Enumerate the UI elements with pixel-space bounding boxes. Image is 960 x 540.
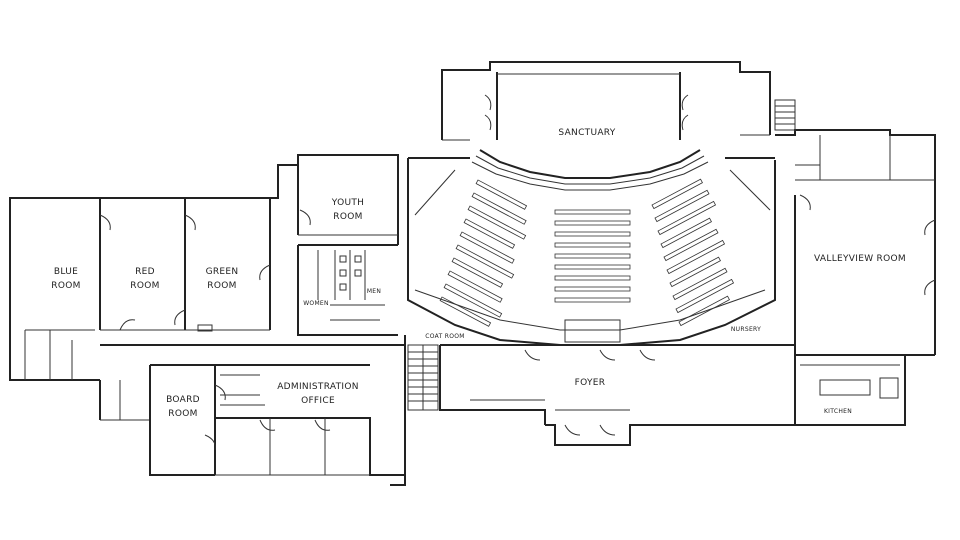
staircase [407, 344, 439, 411]
seat-row-left [443, 283, 503, 318]
seat-row-center [554, 253, 631, 259]
seat-row-left [451, 257, 504, 288]
seat-row-right [669, 256, 721, 288]
admin-wing [149, 364, 406, 486]
green-room-label-line1: GREEN [206, 267, 239, 277]
blue-room-label-line2: ROOM [51, 281, 80, 291]
coat-room-label: COAT ROOM [425, 333, 465, 340]
seat-row-right [675, 278, 735, 314]
room-labels: SANCTUARY YOUTH ROOM BLUE ROOM RED ROOM … [51, 128, 906, 419]
seat-row-right [660, 217, 712, 249]
blue-room-label-line1: BLUE [54, 267, 78, 277]
men-label: MEN [367, 288, 381, 295]
sanctuary-label: SANCTUARY [558, 128, 615, 138]
right-wing [774, 99, 936, 426]
board-room-label-line2: ROOM [168, 409, 197, 419]
red-room-label-line1: RED [135, 267, 155, 277]
main-corridor [99, 335, 439, 485]
seat-row-center [554, 231, 631, 237]
seat-row-right [651, 178, 703, 210]
youth-room-label-line1: YOUTH [331, 198, 364, 208]
kitchen-label: KITCHEN [824, 408, 852, 415]
sanctuary-seating [439, 178, 735, 327]
red-room-label-line2: ROOM [130, 281, 159, 291]
foyer-label: FOYER [575, 378, 606, 388]
seat-row-center [554, 220, 631, 226]
seat-row-center [554, 286, 631, 292]
seat-row-right [654, 189, 710, 223]
nursery-label: NURSERY [731, 326, 761, 333]
seat-row-right [657, 200, 717, 236]
valleyview-room-label: VALLEYVIEW ROOM [814, 254, 906, 264]
sanctuary-stage [441, 61, 771, 191]
seat-row-right [678, 295, 730, 327]
seat-row-left [471, 192, 527, 225]
seat-row-left [467, 205, 527, 240]
seat-row-left [439, 296, 492, 327]
seat-row-right [663, 228, 719, 262]
youth-room-label-line2: ROOM [333, 212, 362, 222]
seat-row-center [554, 275, 631, 281]
women-label: WOMEN [303, 300, 329, 307]
seat-row-left [463, 218, 516, 249]
administration-office-label-line2: OFFICE [301, 396, 335, 406]
seat-row-center [554, 264, 631, 270]
seat-row-right [672, 267, 728, 301]
seat-row-left [459, 231, 515, 264]
seat-row-center [554, 242, 631, 248]
sanctuary-hall [407, 157, 776, 346]
green-room-label-line2: ROOM [207, 281, 236, 291]
youth-wing [270, 154, 399, 336]
seat-row-right [666, 239, 726, 275]
seat-row-left [447, 270, 503, 303]
seat-row-center [554, 209, 631, 215]
board-room-label-line1: BOARD [166, 395, 200, 405]
seat-row-left [475, 179, 528, 210]
seat-row-center [554, 297, 631, 303]
administration-office-label-line1: ADMINISTRATION [277, 382, 359, 392]
seat-row-left [455, 244, 515, 279]
